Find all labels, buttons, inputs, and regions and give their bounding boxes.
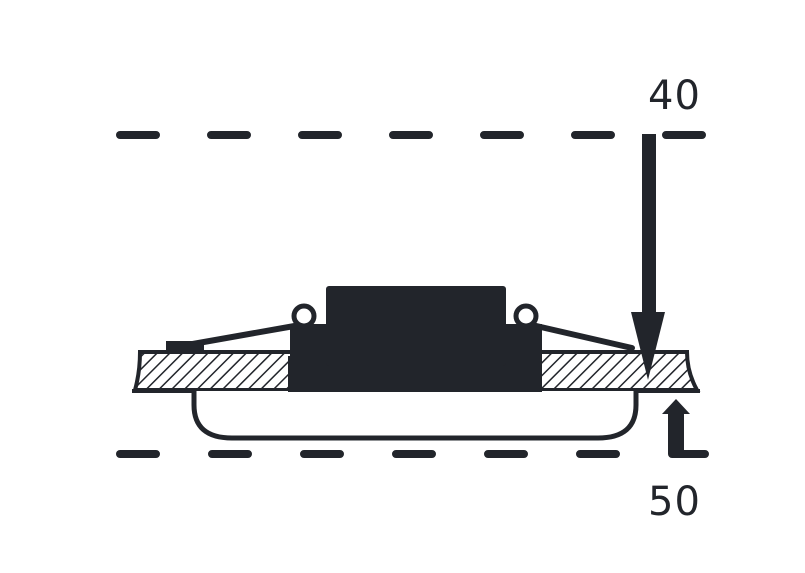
down-arrow-icon: [631, 134, 665, 380]
housing-body: [326, 286, 506, 366]
ceiling-section-left: [132, 350, 294, 392]
luminaire-housing: [288, 286, 542, 392]
bottom-depth-label: 50: [648, 479, 701, 525]
housing-step-left: [290, 324, 330, 358]
up-arrow-icon: [662, 399, 690, 454]
spring-clip-left: [166, 303, 317, 352]
housing-step-right: [502, 324, 542, 358]
ceiling-section-right: [538, 350, 701, 392]
spring-clip-right: [513, 303, 635, 351]
top-clearance-label: 40: [648, 73, 701, 119]
luminaire-trim: [191, 391, 639, 441]
ceiling-section: [132, 350, 701, 393]
